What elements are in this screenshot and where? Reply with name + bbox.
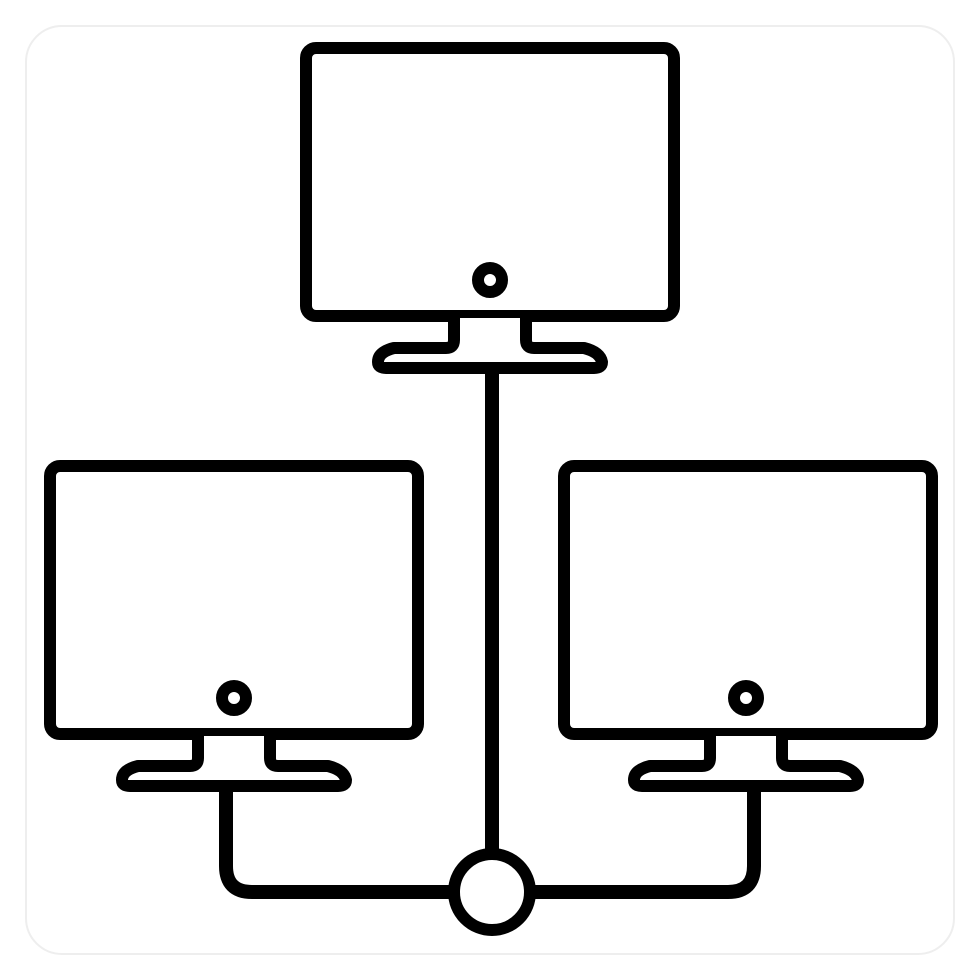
- top-monitor-icon: [300, 42, 680, 374]
- left-monitor-screen: [44, 460, 424, 740]
- left-monitor-stand: [116, 736, 352, 792]
- left-monitor-icon: [44, 460, 424, 792]
- network-hub-node: [448, 848, 536, 936]
- right-monitor-icon: [558, 460, 938, 792]
- top-monitor-stand: [372, 318, 608, 374]
- top-monitor-screen: [300, 42, 680, 322]
- top-monitor-power-button: [472, 262, 508, 298]
- right-monitor-stand: [628, 736, 864, 792]
- connection-line-right: [525, 783, 761, 899]
- right-monitor-screen: [558, 460, 938, 740]
- right-monitor-power-button: [728, 680, 764, 716]
- left-monitor-power-button: [216, 680, 252, 716]
- network-connections: [219, 365, 761, 899]
- connection-line-left: [219, 783, 459, 899]
